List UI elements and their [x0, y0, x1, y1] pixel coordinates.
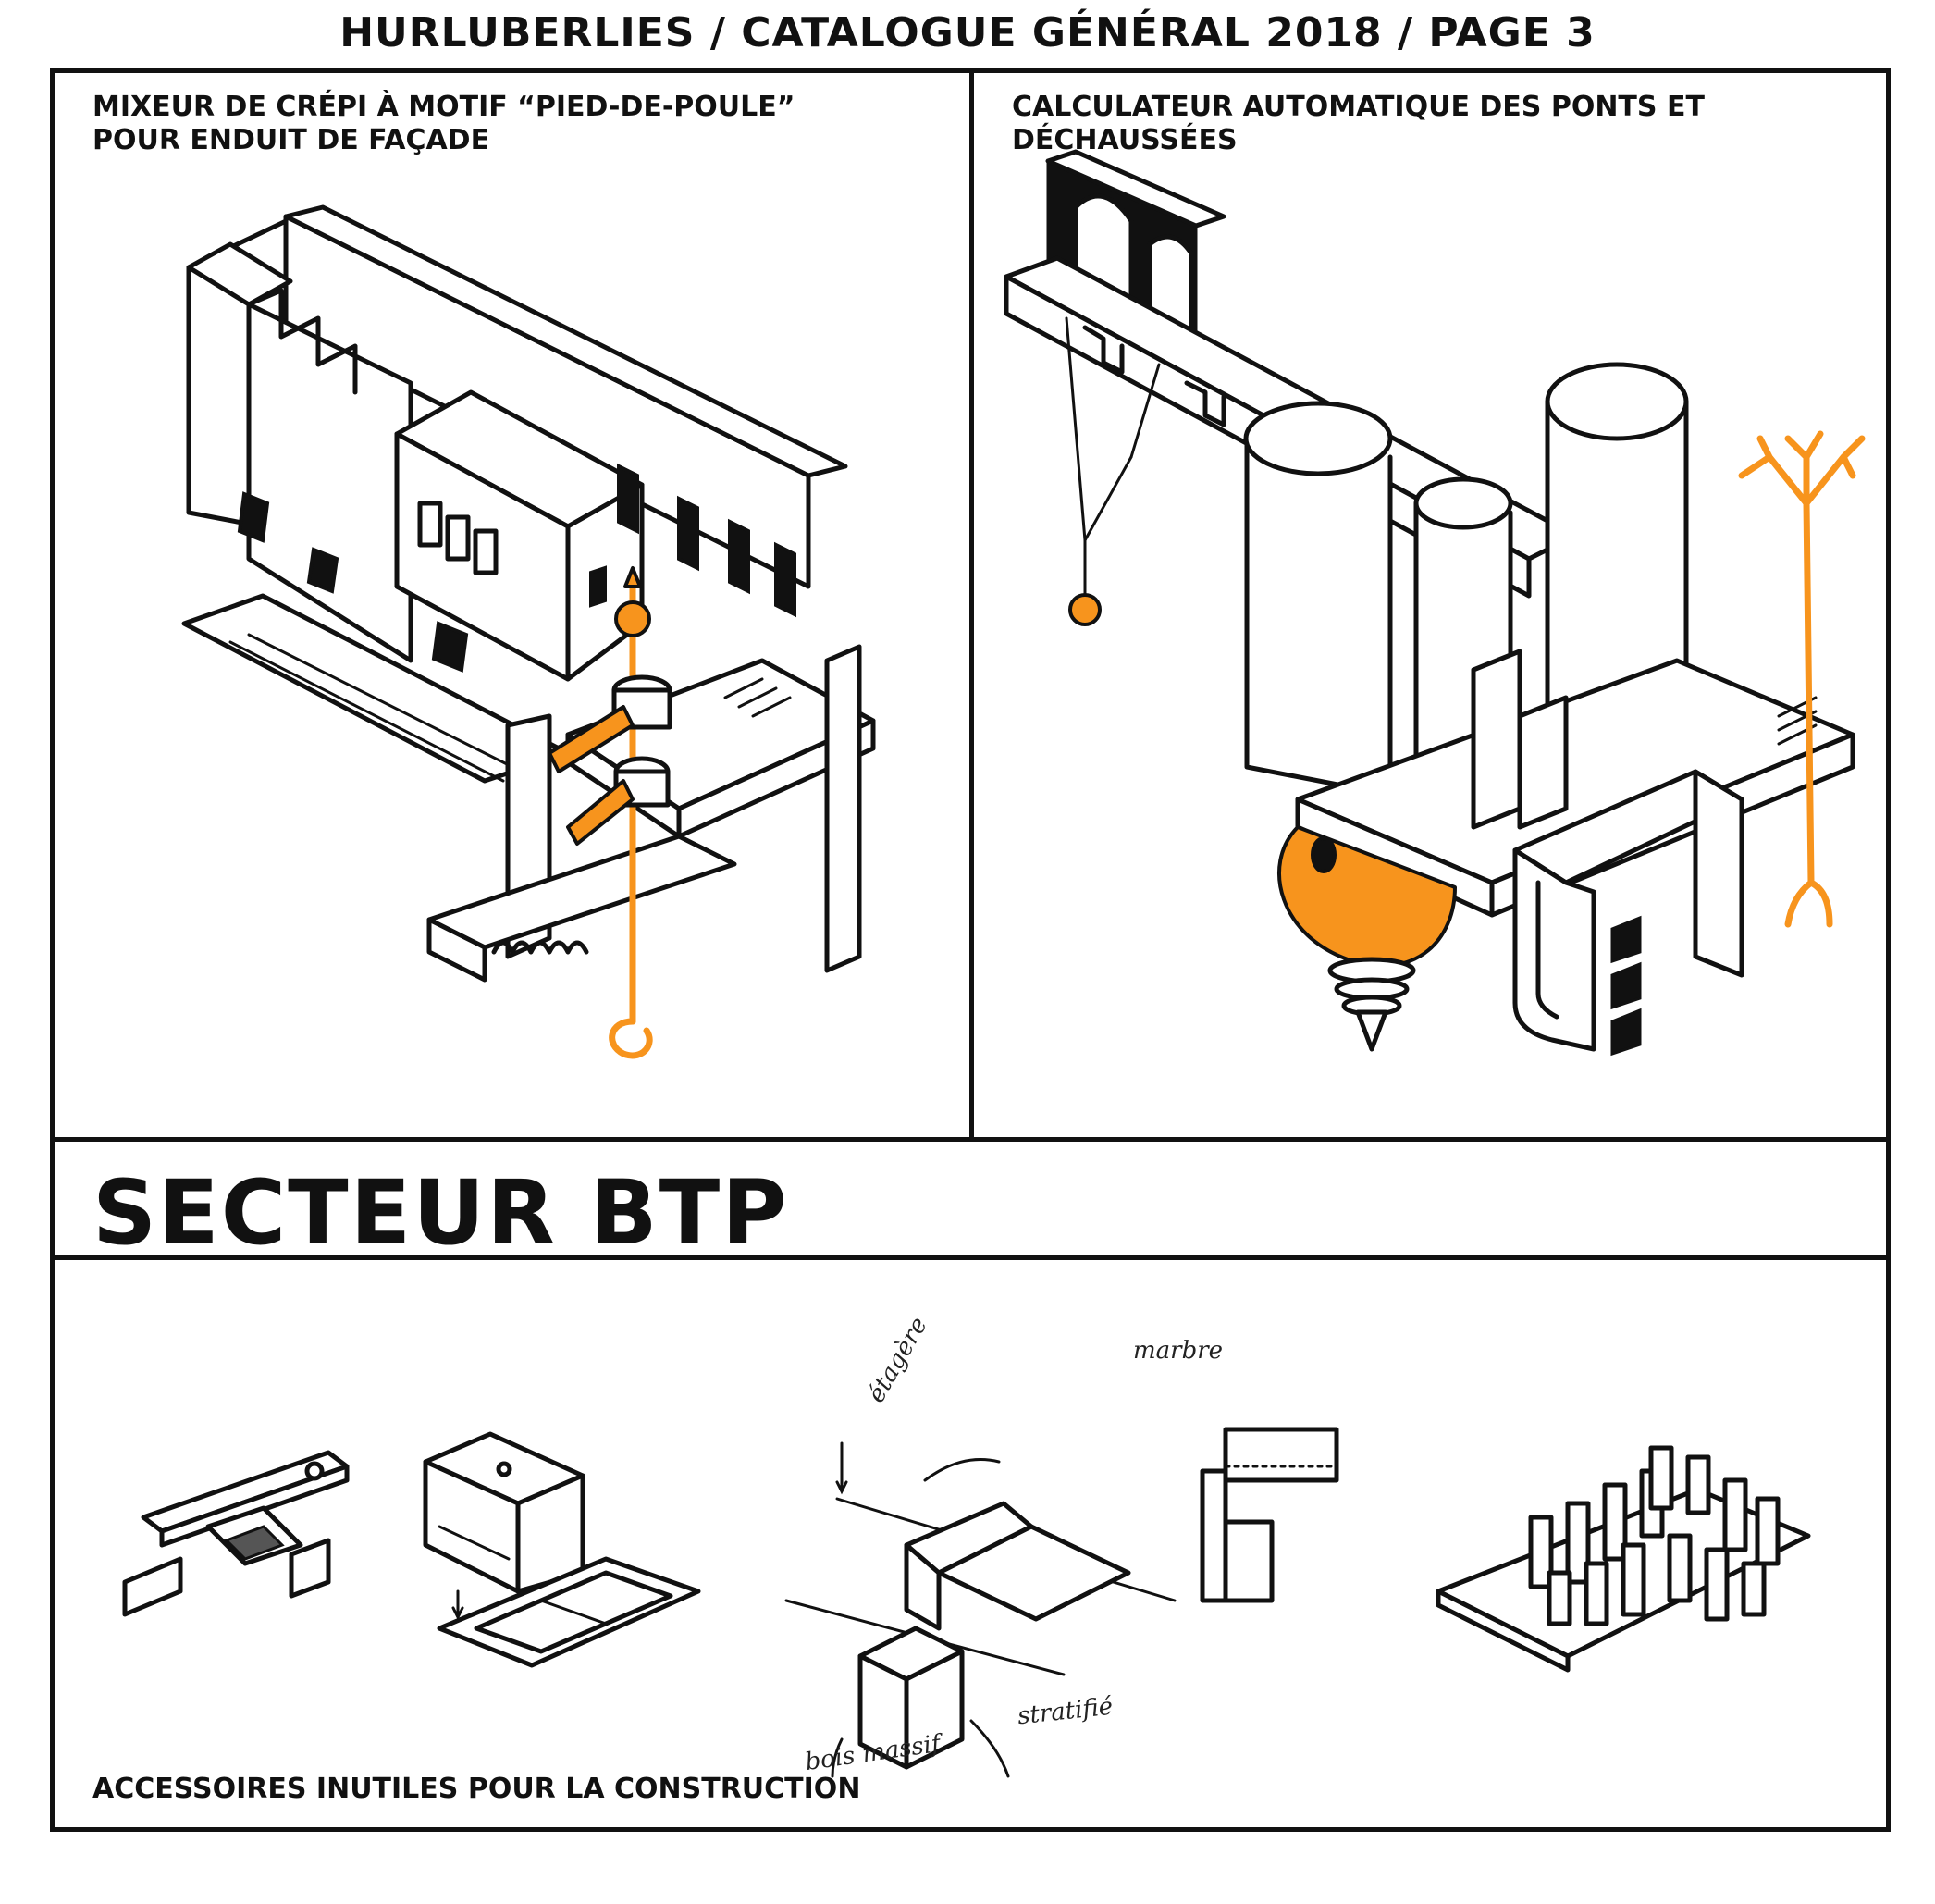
section-divider-top	[50, 1137, 1891, 1142]
accessory-shelf-sample	[784, 1441, 1177, 1778]
left-caption-line2: POUR ENDUIT DE FAÇADE	[92, 124, 490, 156]
section-title: SECTEUR BTP	[92, 1161, 789, 1265]
plaster-mixer-illustration	[181, 204, 876, 1059]
annotation-marbre: marbre	[1133, 1337, 1224, 1365]
section-divider-bottom	[50, 1255, 1891, 1260]
page-header: HURLUBERLIES / CATALOGUE GÉNÉRAL 2018 / …	[339, 9, 1596, 56]
left-caption-line1: MIXEUR DE CRÉPI À MOTIF “PIED-DE-POULE”	[92, 91, 795, 123]
accessory-l-block	[1200, 1427, 1339, 1603]
accessory-drawer-box	[423, 1431, 701, 1668]
accessory-peg-board	[1436, 1445, 1811, 1673]
accessories-caption: ACCESSOIRES INUTILES POUR LA CONSTRUCTIO…	[92, 1773, 861, 1805]
right-panel-caption: CALCULATEUR AUTOMATIQUE DES PONTS ET DÉC…	[1012, 91, 1705, 156]
left-panel-caption: MIXEUR DE CRÉPI À MOTIF “PIED-DE-POULE” …	[92, 91, 795, 157]
accessory-cross-tray	[122, 1450, 350, 1617]
panel-divider	[969, 68, 974, 1142]
bridge-calculator-illustration	[1004, 149, 1866, 1057]
